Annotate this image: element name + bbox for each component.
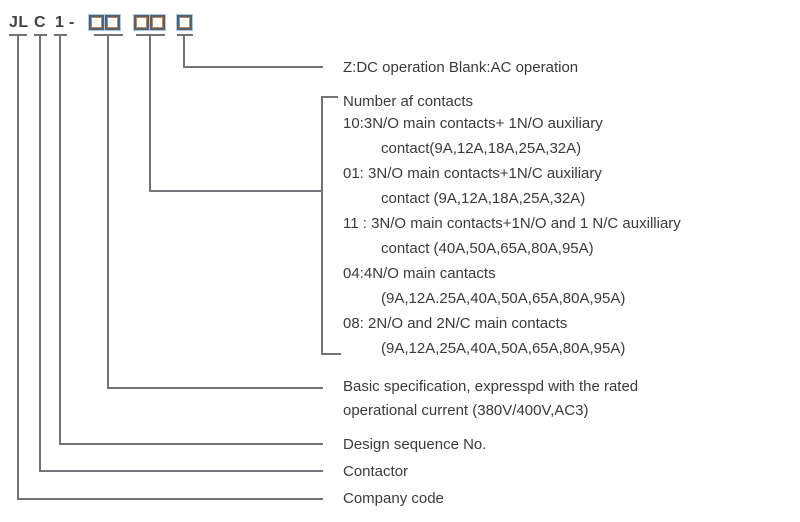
label-contactor: Contactor [343, 463, 409, 480]
connector-company-horizontal [17, 498, 323, 500]
contact-option: contact(9A,12A,18A,25A,32A) [381, 140, 582, 157]
connector-design-horizontal [59, 443, 323, 445]
label-company-code: Company code [343, 490, 444, 507]
label-contacts-header: Number af contacts [343, 93, 474, 110]
contact-option: 11 : 3N/O main contacts+1N/O and 1 N/C a… [343, 215, 681, 232]
model-contactor-code: C [34, 14, 47, 31]
connector-operation-vertical [183, 34, 185, 68]
contacts-bracket-top-tick [321, 96, 338, 98]
connector-company-vertical [17, 34, 19, 500]
tick-operation [177, 34, 193, 36]
label-basic-spec-line2: operational current (380V/400V,AC3) [343, 402, 589, 419]
connector-contacts-vertical [149, 34, 151, 192]
contacts-bracket-bottom-tick [321, 353, 341, 355]
contact-option: 01: 3N/O main contacts+1N/C auxiliary [343, 165, 602, 182]
model-separator: - [69, 14, 75, 31]
connector-contactor-vertical [39, 34, 41, 472]
contact-option: contact (40A,50A,65A,80A,95A) [381, 240, 594, 257]
digit-placeholder-box [134, 15, 149, 30]
contact-options-list: 10:3N/O main contacts+ 1N/O auxiliary co… [343, 111, 681, 361]
digit-placeholder-box [89, 15, 104, 30]
connector-basic-spec-vertical [107, 34, 109, 389]
contact-option: (9A,12A.25A,40A,50A,65A,80A,95A) [381, 290, 626, 307]
model-design-no: 1 [55, 14, 65, 31]
contacts-bracket-vertical [321, 96, 323, 355]
connector-contactor-horizontal [39, 470, 323, 472]
contact-option: 08: 2N/O and 2N/C main contacts [343, 315, 568, 332]
connector-contacts-horizontal [149, 190, 323, 192]
label-design-sequence: Design sequence No. [343, 436, 487, 453]
connector-operation-horizontal [183, 66, 323, 68]
contact-option: 10:3N/O main contacts+ 1N/O auxiliary [343, 115, 603, 132]
digit-placeholder-box [105, 15, 120, 30]
label-basic-spec-line1: Basic specification, expresspd with the … [343, 378, 639, 395]
contact-option: 04:4N/O main cantacts [343, 265, 496, 282]
connector-basic-spec-horizontal [107, 387, 323, 389]
model-company-code: JL [9, 14, 29, 31]
label-operation: Z:DC operation Blank:AC operation [343, 59, 579, 76]
connector-design-vertical [59, 34, 61, 445]
contact-option: (9A,12A,25A,40A,50A,65A,80A,95A) [381, 340, 626, 357]
digit-placeholder-box [150, 15, 165, 30]
digit-placeholder-box [177, 15, 192, 30]
contact-option: contact (9A,12A,18A,25A,32A) [381, 190, 586, 207]
